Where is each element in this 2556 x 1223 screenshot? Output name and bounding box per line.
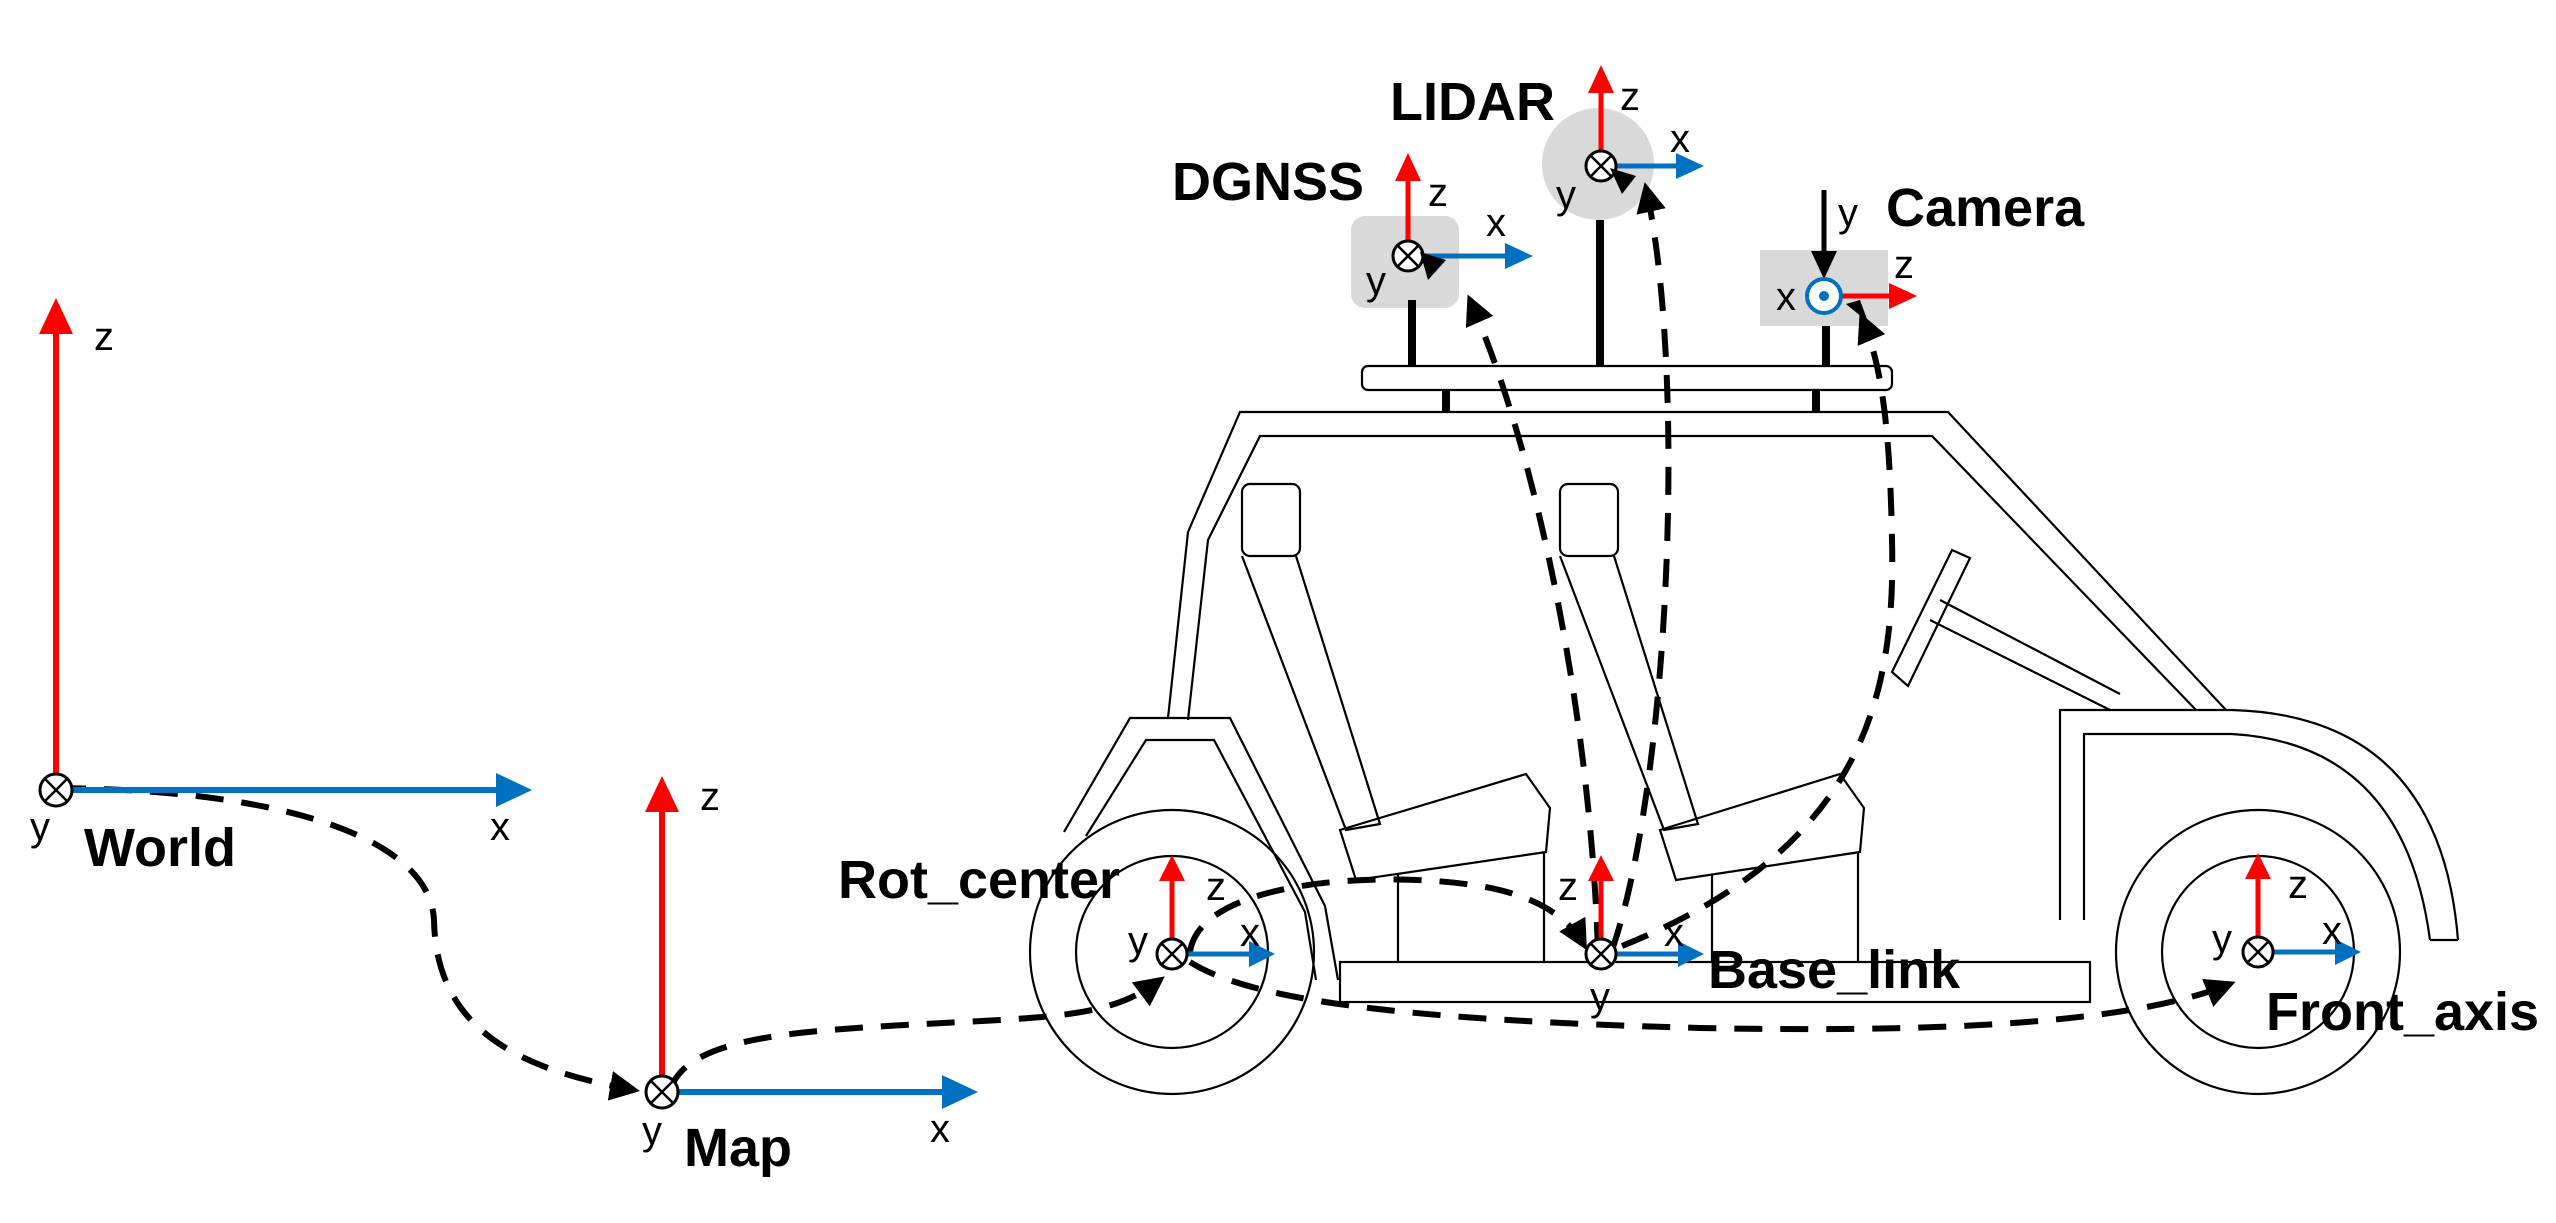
camera-y-label: y [1838, 191, 1858, 235]
chassis-floor [1338, 960, 2092, 1004]
front-fender-inner [2082, 732, 2432, 941]
world-x-label: x [490, 805, 510, 849]
roof-frame-inner [1186, 434, 2197, 721]
frame-base-link: z x y Base_link [1558, 855, 1961, 1019]
front_axis-y-label: y [2212, 917, 2232, 961]
rot_center-x-axis-head [1249, 941, 1275, 967]
base_link-z-label: z [1558, 865, 1578, 909]
base_link-y-label: y [1590, 975, 1610, 1019]
base_link-x-label: x [1664, 911, 1684, 955]
lidar-pole [1596, 220, 1604, 366]
lidar-y-label: y [1556, 173, 1576, 217]
dgnss-pole [1408, 300, 1416, 366]
lidar-frame-name: LIDAR [1390, 72, 1555, 132]
roof-rack [1360, 364, 1894, 392]
front_axis-frame-name: Front_axis [2266, 982, 2539, 1042]
rot_center-y-label: y [1128, 919, 1148, 963]
tf-world-to-map [57, 785, 640, 1101]
steering-column-edge [1939, 599, 2121, 695]
rear-seat-back [1240, 555, 1382, 832]
frame-camera: zyx Camera [1776, 178, 2085, 322]
world-y-label: y [30, 805, 50, 849]
map-frame-name: Map [684, 1118, 792, 1178]
map-z-label: z [700, 775, 720, 819]
rot_center-frame-name: Rot_center [838, 850, 1120, 910]
front_axis-x-axis-head [2335, 939, 2361, 965]
dgnss-x-label: x [1486, 201, 1506, 245]
world-x-axis-head [496, 773, 532, 807]
dgnss-z-axis-head [1395, 153, 1421, 181]
steering-wheel [1890, 548, 1972, 688]
roof-frame-outer [1166, 410, 2227, 719]
lidar-z-label: z [1620, 75, 1640, 119]
vehicle-outline [1028, 364, 2460, 1096]
camera-tf-arrowhead [1846, 300, 1868, 322]
front-wheel-outer [2114, 808, 2402, 1096]
camera-z-axis-head [1889, 283, 1917, 309]
dgnss-frame-name: DGNSS [1172, 152, 1364, 212]
tf-rot-center-to-front-axis [1188, 959, 2236, 1033]
tf-base-link-to-dgnss [1465, 294, 1601, 951]
tf-base-link-to-camera [1620, 312, 1896, 949]
camera-z-label: z [1894, 243, 1914, 287]
rear-fender-outer [1063, 716, 1340, 981]
camera-pole [1822, 326, 1830, 366]
camera-frame-name: Camera [1886, 178, 2085, 238]
lidar-z-axis-head [1588, 65, 1614, 93]
base_link-z-axis-head [1588, 855, 1614, 881]
transform-arrows [57, 182, 2236, 1101]
map-x-axis-head [942, 1075, 978, 1109]
lidar-tf-arrowhead [1610, 168, 1636, 194]
front-seat-cushion [1658, 772, 1866, 882]
rear-seat-cushion [1338, 772, 1552, 882]
base_link-x-axis-head [1678, 941, 1704, 967]
rot_center-z-label: z [1206, 865, 1226, 909]
rack-mount-front [1812, 390, 1820, 412]
frame-world: z x y World [30, 298, 532, 878]
camera-y-axis-head [1811, 251, 1837, 279]
camera-x-label: x [1776, 275, 1796, 319]
front-seat-back [1558, 555, 1700, 832]
dgnss-z-label: z [1428, 171, 1448, 215]
front_axis-z-axis-head [2245, 853, 2271, 879]
map-y-label: y [642, 1109, 662, 1153]
dgnss-x-axis-head [1505, 243, 1533, 269]
front-headrest [1558, 482, 1620, 558]
tf-base-link-to-lidar [1609, 182, 1672, 951]
frame-dgnss: zx y DGNSS [1172, 152, 1533, 303]
rot_center-z-axis-head [1159, 855, 1185, 881]
steering-column [1929, 619, 2111, 711]
front_axis-z-label: z [2288, 863, 2308, 907]
tf-map-to-rot-center [667, 976, 1165, 1092]
world-frame-name: World [84, 818, 236, 878]
world-z-axis-head [39, 298, 73, 334]
front_axis-x-label: x [2322, 909, 2342, 953]
dgnss-tf-arrowhead [1420, 252, 1446, 280]
lidar-x-label: x [1670, 117, 1690, 161]
rot_center-x-label: x [1240, 911, 1260, 955]
map-z-axis-head [645, 776, 679, 812]
dgnss-y-label: y [1366, 259, 1386, 303]
frame-map: z x y Map [642, 775, 978, 1178]
rear-wheel-outer [1028, 808, 1316, 1096]
rear-fender-inner [1085, 738, 1318, 981]
front-fender-outer [2058, 708, 2460, 941]
map-x-label: x [930, 1107, 950, 1151]
sensor-mounts [1351, 108, 1888, 366]
rear-headrest [1240, 482, 1302, 558]
rack-mount-rear [1442, 390, 1450, 412]
world-z-label: z [94, 315, 114, 359]
base_link-frame-name: Base_link [1708, 940, 1961, 1000]
tf-rot-center-to-base-link [1187, 876, 1587, 953]
lidar-x-axis-head [1676, 153, 1704, 179]
